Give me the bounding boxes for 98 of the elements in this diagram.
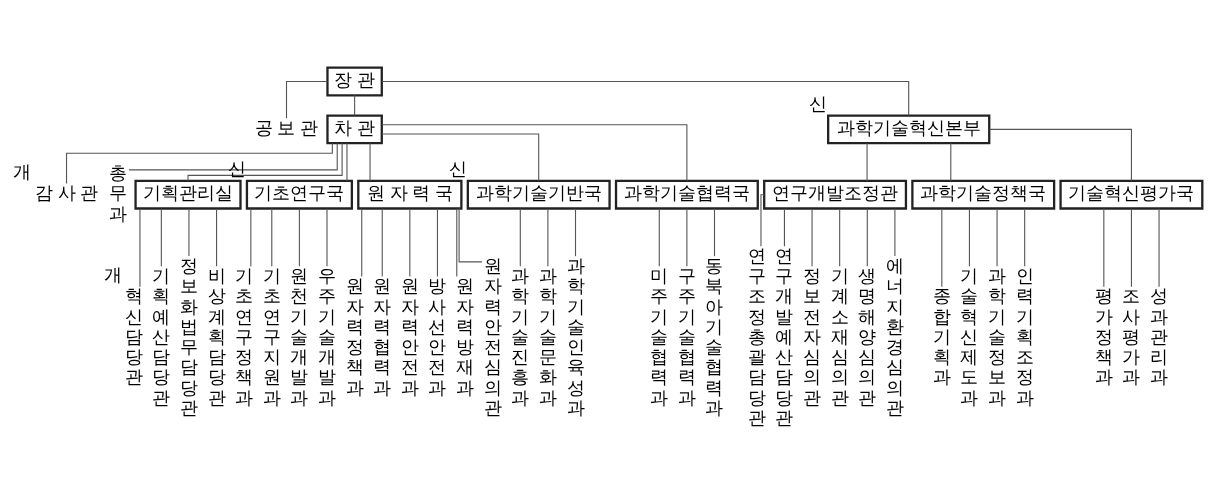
node-box: 차 관	[326, 113, 383, 144]
node-label: 신	[228, 158, 247, 179]
connector	[361, 207, 363, 277]
connector	[160, 207, 162, 267]
connector	[346, 142, 348, 181]
node-text: 방사선안전과	[428, 274, 447, 397]
node-text: 동북아기술협력과	[705, 254, 724, 418]
connector	[139, 207, 141, 287]
node-text: 기초연구지원과	[262, 264, 281, 408]
node-text: 과학기술인육성과	[566, 254, 585, 418]
node-text: 과학기술정보과	[988, 264, 1007, 408]
node-label: 신	[809, 93, 828, 114]
connector	[760, 193, 765, 247]
node-text: 원천기술개발과	[290, 264, 309, 408]
connector	[381, 207, 383, 277]
connector	[866, 142, 868, 181]
connector	[894, 207, 896, 257]
connector	[783, 207, 785, 247]
connector	[574, 207, 577, 257]
node-box: 기획관리실	[134, 179, 242, 210]
connector	[271, 207, 273, 267]
node-text: 원자력안전과	[400, 274, 419, 397]
node-text: 조사평가과	[1122, 284, 1141, 387]
node-box: 원 자 력 국	[357, 179, 463, 210]
node-box: 기초연구국	[245, 179, 353, 210]
connector	[187, 142, 343, 181]
connector	[950, 142, 952, 181]
connector	[547, 207, 549, 267]
node-text: 원자력안전심의관	[483, 255, 502, 418]
node-text: 에너지환경심의관	[885, 255, 904, 418]
connector	[1024, 207, 1026, 267]
connector	[839, 207, 841, 267]
node-text: 과학기술진흥과	[511, 264, 530, 408]
node-box: 과학기술기반국	[466, 179, 611, 210]
connector	[996, 207, 998, 267]
node-text: 기계소재심의관	[830, 265, 849, 408]
node-text: 혁신담당관	[124, 284, 143, 387]
node-box: 과학기술협력국	[614, 179, 759, 210]
connector	[456, 207, 458, 277]
connector	[519, 207, 521, 267]
node-text: 정보화법무담당관	[179, 254, 198, 418]
node-text: 미주기술협력과	[650, 264, 669, 408]
connector	[1103, 207, 1105, 287]
connector	[409, 207, 411, 277]
connector	[811, 207, 813, 267]
connector	[216, 207, 218, 267]
connector	[686, 207, 688, 267]
connector	[436, 207, 438, 277]
node-text: 기초연구정책과	[235, 264, 254, 408]
node-text: 비상계획담당관	[207, 264, 226, 408]
connector	[354, 94, 356, 116]
connector	[713, 207, 716, 257]
connector	[188, 207, 190, 257]
node-box: 장 관	[326, 66, 383, 96]
node-text: 구주기술협력과	[677, 264, 696, 408]
node-label: 개	[13, 161, 32, 182]
node-text: 연구조정총괄담당관	[747, 244, 766, 428]
node-text: 원자력정책과	[345, 274, 364, 397]
connector	[968, 207, 970, 267]
node-text: 원자력협력과	[373, 274, 392, 397]
connector	[381, 80, 910, 116]
node-box: 과학기술정책국	[911, 179, 1056, 210]
node-text: 원자력방재과	[456, 274, 475, 397]
connector	[988, 128, 1132, 181]
node-text: 공 보 관	[254, 117, 319, 138]
node-text: 평가정책과	[1094, 284, 1113, 387]
connector	[285, 80, 328, 119]
node-text: 인력기획조정과	[1015, 264, 1034, 408]
node-text: 생명해양심의관	[858, 265, 877, 408]
connector	[866, 207, 868, 267]
node-text: 기획예산담당관	[152, 264, 171, 408]
connector	[1130, 207, 1132, 287]
connector	[128, 142, 338, 170]
connector	[381, 123, 688, 181]
connector	[381, 132, 540, 181]
node-label: 개	[104, 263, 123, 285]
node-box: 기술혁신평가국	[1059, 179, 1204, 210]
connector	[250, 207, 252, 267]
node-text: 성과관리과	[1150, 284, 1169, 387]
connector	[369, 142, 371, 181]
node-text: 과학기술문화과	[538, 264, 557, 408]
node-text: 총무과	[109, 161, 128, 224]
connector	[326, 207, 328, 267]
connector	[298, 207, 300, 267]
node-text: 정보전자심의관	[803, 265, 822, 408]
node-text: 기술혁신제도과	[960, 264, 979, 408]
node-text: 종합기획과	[932, 284, 951, 387]
node-text: 연구개발예산담당관	[775, 244, 794, 428]
connector	[941, 207, 943, 287]
node-box: 연구개발조정관	[763, 179, 908, 210]
connector	[66, 142, 333, 184]
connector	[458, 207, 483, 262]
node-text: 우주기술개발과	[318, 264, 337, 408]
connector	[1158, 207, 1160, 287]
node-box: 과학기술혁신본부	[827, 113, 991, 144]
node-label: 신	[449, 158, 468, 179]
node-text: 감 사 관	[34, 182, 99, 203]
connector	[658, 207, 660, 267]
